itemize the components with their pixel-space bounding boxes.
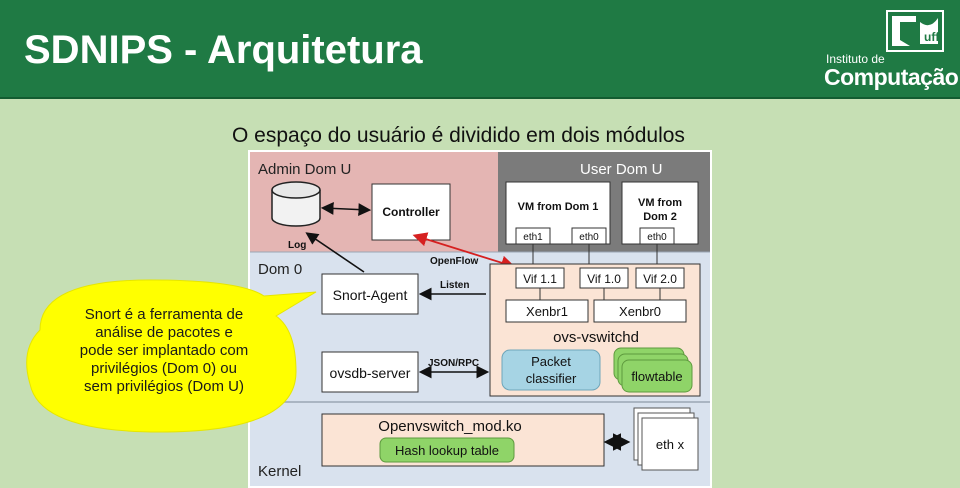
hash-lookup-box [379, 437, 515, 463]
architecture-diagram-svg: Admin Dom U User Dom U Dom 0 Kernel Log … [250, 152, 710, 486]
architecture-diagram: Admin Dom U User Dom U Dom 0 Kernel Log … [248, 150, 712, 488]
packet-classifier-label-1: Packet [531, 354, 571, 369]
vif10-label: Vif 1.0 [587, 272, 621, 286]
vif20-label: Vif 2.0 [643, 272, 677, 286]
slide-subtitle: O espaço do usuário é dividido em dois m… [232, 124, 685, 147]
flowtable-label: flowtable [631, 369, 682, 384]
user-dom-u-label: User Dom U [580, 161, 663, 178]
logo-line-1: Instituto de [826, 52, 885, 66]
slide-title: SDNIPS - Arquitetura [24, 28, 423, 72]
ethx-stack [633, 407, 699, 471]
dom0-label: Dom 0 [258, 261, 302, 278]
snort-agent-label: Snort-Agent [333, 287, 408, 303]
callout-text: Snort é a ferramenta de análise de pacot… [40, 306, 288, 396]
uff-logo-icon: uff [886, 10, 944, 52]
ovsdb-server-box [321, 351, 419, 393]
jsonrpc-label: JSON/RPC [428, 358, 479, 369]
openvswitch-mod-label: Openvswitch_mod.ko [378, 418, 521, 435]
xenbr0-box [593, 299, 687, 323]
vif11-label: Vif 1.1 [523, 272, 557, 286]
controller-label: Controller [382, 205, 440, 219]
controller-box [371, 183, 451, 241]
flowtable-stack [613, 347, 693, 393]
callout-line-4: privilégios (Dom 0) ou [91, 360, 237, 377]
ovs-vswitchd-label: ovs-vswitchd [553, 329, 639, 346]
callout-line-5: sem privilégios (Dom U) [83, 378, 245, 395]
xenbr0-label: Xenbr0 [619, 304, 661, 319]
ethx-label: eth x [656, 437, 685, 452]
snort-agent-box [321, 273, 419, 315]
kernel-label: Kernel [258, 463, 301, 480]
vm2-eth0-label: eth0 [647, 232, 667, 243]
admin-dom-u-label: Admin Dom U [258, 161, 351, 178]
vm1-eth1-label: eth1 [523, 232, 543, 243]
hash-lookup-label: Hash lookup table [395, 443, 499, 458]
packet-classifier-label-2: classifier [526, 371, 577, 386]
log-label: Log [288, 240, 306, 251]
vm1-eth0-label: eth0 [579, 232, 599, 243]
logo-mark-text: uff [924, 30, 940, 44]
callout-line-1: Snort é a ferramenta de [84, 306, 244, 323]
callout-line-2: análise de pacotes e [95, 324, 233, 341]
listen-label: Listen [440, 280, 469, 291]
header-bar: SDNIPS - Arquitetura uff Instituto de Co… [0, 0, 960, 99]
packet-classifier-box [501, 349, 601, 391]
ovsdb-server-label: ovsdb-server [330, 365, 411, 381]
openflow-label: OpenFlow [430, 256, 479, 267]
vm-dom1-label: VM from Dom 1 [518, 201, 599, 213]
institute-logo: uff Instituto de Computação [820, 8, 959, 92]
log-database-icon [271, 181, 321, 227]
xenbr1-label: Xenbr1 [526, 304, 568, 319]
vm-dom2-label-2: Dom 2 [643, 211, 677, 223]
callout-line-3: pode ser implantado com [79, 342, 249, 359]
vm-dom2-label-1: VM from [638, 197, 682, 209]
logo-line-2: Computação [824, 64, 959, 90]
xenbr1-box [505, 299, 589, 323]
